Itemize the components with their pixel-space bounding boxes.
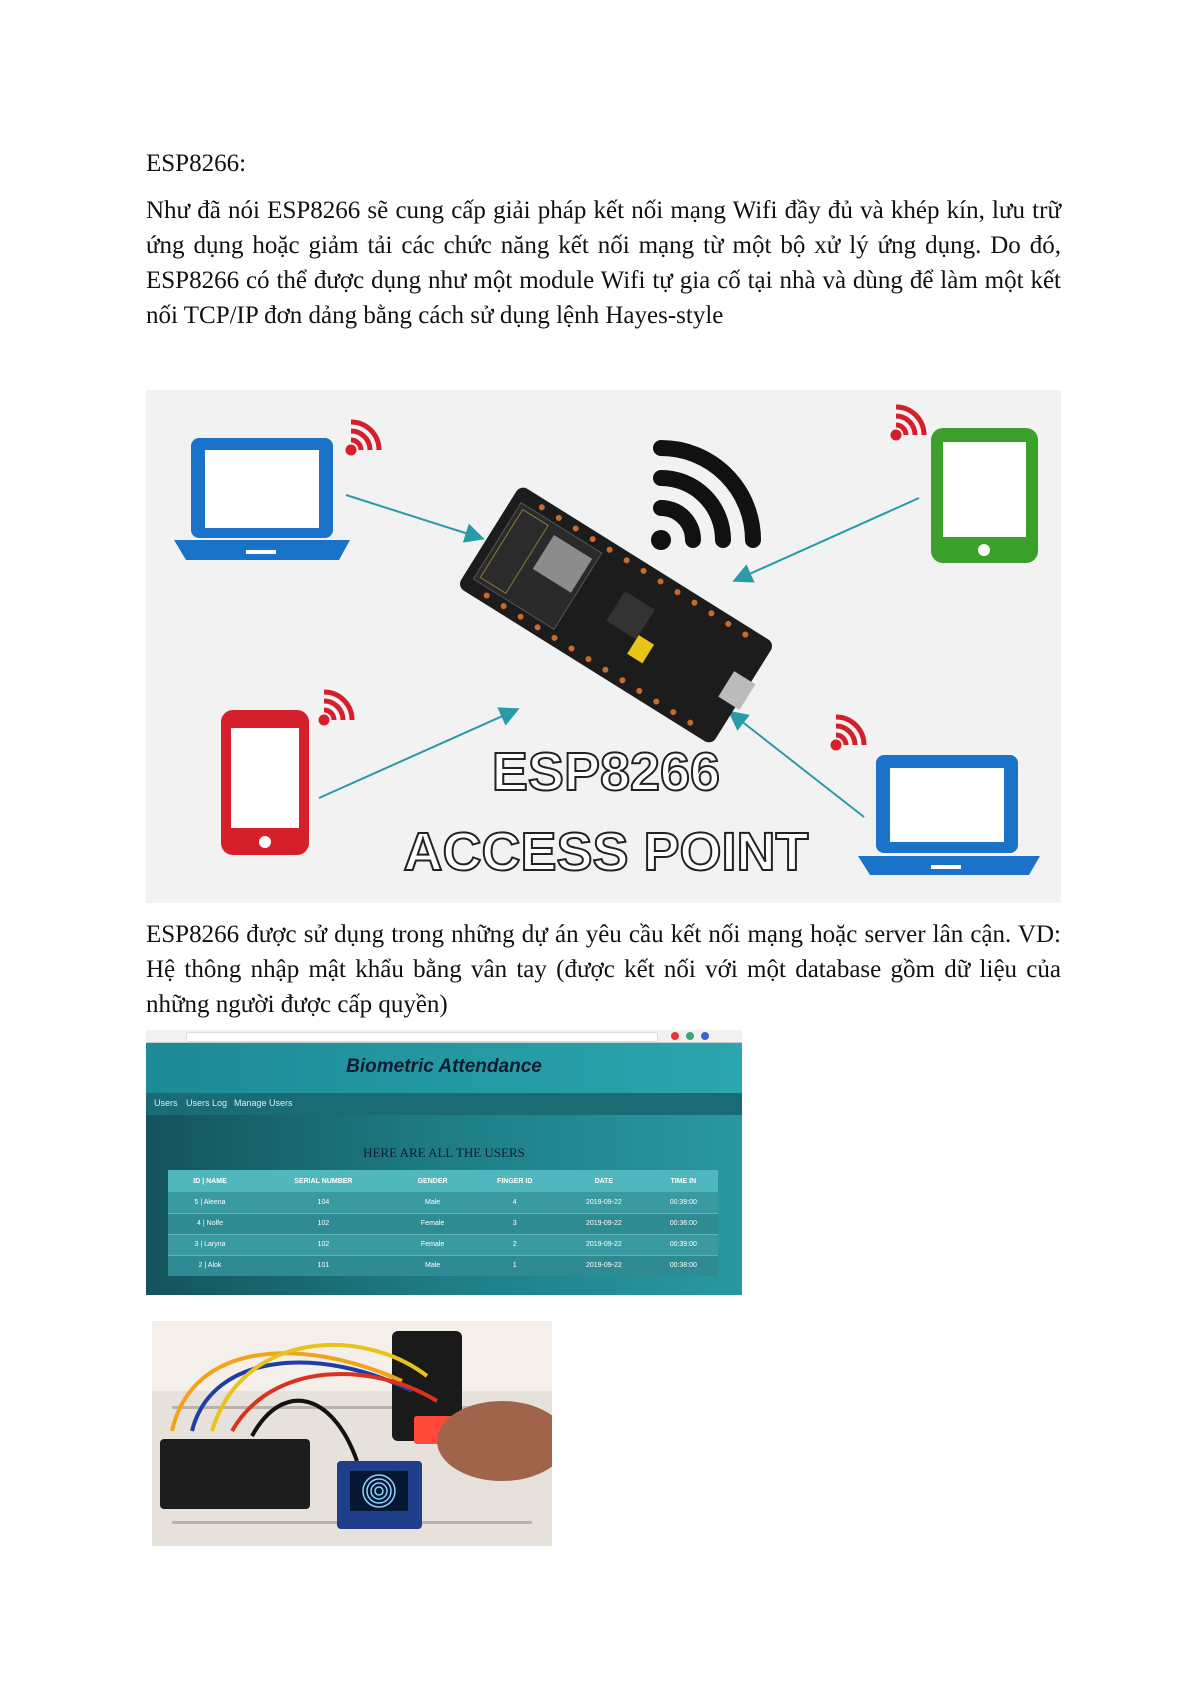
laptop-icon <box>858 755 1040 875</box>
table-cell: 102 <box>317 1220 330 1227</box>
table-cell: Male <box>425 1262 441 1270</box>
arrow-tablet <box>732 497 920 583</box>
hardware-illustration <box>152 1321 552 1546</box>
column-header: TIME IN <box>670 1177 697 1185</box>
wifi-signal-icon <box>830 714 867 751</box>
content-area: HERE ARE ALL THE USERS ID | NAME SERIAL … <box>146 1115 742 1295</box>
table-row: 2 | Alok 101 Male 1 2019-09-22 00:38:00 <box>168 1255 718 1276</box>
extension-icon[interactable] <box>686 1032 694 1040</box>
section-title: HERE ARE ALL THE USERS <box>363 1145 525 1160</box>
fingerprint-sensor <box>392 1331 462 1441</box>
column-header: DATE <box>594 1177 614 1185</box>
wifi-signal-icon <box>890 404 927 441</box>
app-title: Biometric Attendance <box>346 1056 542 1077</box>
esp8266-board <box>460 487 772 743</box>
table-cell: Male <box>425 1198 441 1206</box>
table-cell: 1 <box>512 1262 517 1270</box>
table-cell: 101 <box>317 1262 330 1270</box>
table-cell: 5 | Aleena <box>194 1198 226 1206</box>
ap-title-line1: ESP8266 <box>492 742 720 802</box>
table-row: 4 | Nolfe 102 Female 3 2019-09-22 00:36:… <box>168 1213 718 1234</box>
arrow-laptop-bottom <box>727 710 865 818</box>
app-header: Biometric Attendance <box>146 1043 742 1093</box>
table-cell: 102 <box>317 1241 330 1248</box>
nav-manage-users[interactable]: Manage Users <box>234 1098 293 1108</box>
table-cell: 3 <box>512 1220 517 1227</box>
table-cell: 4 <box>512 1198 517 1206</box>
table-cell: Female <box>420 1220 445 1227</box>
table-cell: 2019-09-22 <box>585 1198 622 1206</box>
table-cell: 3 | Laryna <box>194 1241 226 1248</box>
ap-title-line2: ACCESS POINT <box>403 822 808 882</box>
tablet-icon <box>931 428 1038 563</box>
phone-icon <box>221 710 309 855</box>
table-cell: 2 | Alok <box>198 1262 222 1270</box>
table-cell: 104 <box>317 1198 330 1206</box>
browser-toolbar <box>146 1030 742 1043</box>
column-header: ID | NAME <box>193 1177 227 1185</box>
users-table: ID | NAME SERIAL NUMBER GENDER FINGER ID… <box>168 1170 718 1276</box>
paragraph-intro: Như đã nói ESP8266 sẽ cung cấp giải pháp… <box>146 197 1061 329</box>
wifi-signal-icon <box>345 419 382 456</box>
finger <box>437 1401 552 1481</box>
table-cell: 2019-09-22 <box>585 1241 622 1248</box>
heading: ESP8266: <box>146 150 247 177</box>
table-cell: Female <box>420 1241 445 1248</box>
access-point-figure: ESP8266 ACCESS POINT <box>146 390 1061 903</box>
table-header-row: ID | NAME SERIAL NUMBER GENDER FINGER ID… <box>168 1170 718 1192</box>
table-cell: 2 <box>512 1241 517 1248</box>
extension-icon[interactable] <box>671 1032 679 1040</box>
fingerprint-hardware-photo <box>152 1321 552 1546</box>
esp8266-board <box>160 1439 310 1509</box>
address-bar[interactable] <box>186 1032 658 1042</box>
table-cell: 00:36:00 <box>669 1220 697 1227</box>
arrow-laptop-top <box>345 494 485 543</box>
biometric-web-screenshot: Biometric Attendance Users Users Log Man… <box>146 1030 742 1295</box>
table-row: 5 | Aleena 104 Male 4 2019-09-22 00:39:0… <box>168 1192 718 1213</box>
nav-users[interactable]: Users <box>154 1098 178 1108</box>
column-header: FINGER ID <box>497 1177 533 1185</box>
wifi-broadcast-icon <box>651 440 761 550</box>
laptop-icon <box>174 438 350 560</box>
nav-bar: Users Users Log Manage Users <box>146 1093 742 1115</box>
table-cell: 00:39:00 <box>669 1241 697 1248</box>
table-cell: 2019-09-22 <box>585 1262 622 1270</box>
fingerprint-icon <box>362 1474 396 1508</box>
jumper-wires <box>170 1342 439 1462</box>
paragraph-usage: ESP8266 được sử dụng trong những dự án y… <box>146 921 1061 1018</box>
wifi-signal-icon <box>318 689 355 726</box>
table-row: 3 | Laryna 102 Female 2 2019-09-22 00:39… <box>168 1234 718 1255</box>
column-header: SERIAL NUMBER <box>294 1177 353 1185</box>
table-cell: 00:38:00 <box>669 1262 697 1270</box>
table-cell: 2019-09-22 <box>585 1220 622 1227</box>
table-cell: 4 | Nolfe <box>197 1220 223 1227</box>
nav-users-log[interactable]: Users Log <box>186 1098 228 1108</box>
access-point-illustration: ESP8266 ACCESS POINT <box>174 404 1040 883</box>
column-header: GENDER <box>417 1177 448 1185</box>
table-cell: 00:39:00 <box>669 1198 697 1206</box>
extension-icon[interactable] <box>701 1032 709 1040</box>
arrow-phone <box>318 707 520 799</box>
